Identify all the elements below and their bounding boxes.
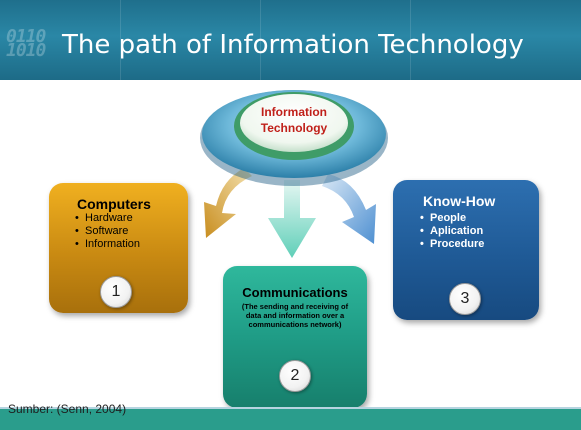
computers-list: Hardware Software Information: [75, 212, 140, 251]
center-label: Information Technology: [236, 104, 352, 136]
step-number-1: 1: [100, 276, 132, 308]
footer-divider: [0, 407, 581, 410]
header-stripe: [120, 0, 121, 80]
computers-card: Computers Hardware Software Information …: [49, 183, 188, 313]
information-technology-node: [200, 90, 388, 186]
source-citation: Sumber: (Senn, 2004): [8, 402, 127, 416]
step-number-2: 2: [279, 360, 311, 392]
arrow-left-icon: [204, 168, 252, 238]
slide-title: The path of Information Technology: [62, 30, 524, 60]
communications-desc-line: data and information over a: [245, 311, 345, 320]
computers-item: Software: [75, 225, 140, 238]
communications-desc-line: (The sending and receiving of: [241, 302, 349, 311]
knowhow-list: People Aplication Procedure: [420, 212, 484, 251]
arrow-right-icon: [322, 174, 376, 244]
header-stripe: [410, 0, 411, 80]
step-number-3: 3: [449, 283, 481, 315]
arrow-down-icon: [268, 180, 316, 258]
knowhow-item: Procedure: [420, 238, 484, 251]
communications-card: Communications (The sending and receivin…: [223, 266, 367, 408]
computers-item: Information: [75, 238, 140, 251]
center-label-line1: Information: [261, 105, 327, 119]
center-label-line2: Technology: [260, 121, 328, 135]
knowhow-title: Know-How: [423, 193, 496, 209]
header-stripe: [260, 0, 261, 80]
computers-title: Computers: [77, 196, 151, 212]
computers-item: Hardware: [75, 212, 140, 225]
communications-description: (The sending and receiving of data and i…: [223, 302, 367, 329]
communications-title: Communications: [242, 285, 348, 300]
footer-bar: [0, 409, 581, 430]
knowhow-item: People: [420, 212, 484, 225]
knowhow-card: Know-How People Aplication Procedure 3: [393, 180, 539, 320]
communications-desc-line: communications network): [248, 320, 342, 329]
knowhow-item: Aplication: [420, 225, 484, 238]
